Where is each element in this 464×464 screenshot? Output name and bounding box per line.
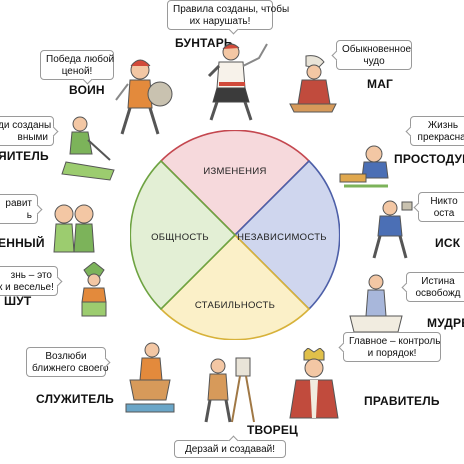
quote-magician-line1: Обыкновенное: [342, 44, 412, 55]
title-jester: ШУТ: [4, 294, 32, 308]
quote-warrior-line1: Победа любой: [46, 54, 115, 65]
quote-warrior: Победа любой ценой!: [40, 50, 114, 80]
jester-figure-icon: [81, 262, 107, 317]
quote-caregiver-line1: ди созданы: [0, 120, 52, 131]
sector-label-bottom: СТАБИЛЬНОСТЬ: [195, 300, 275, 311]
quote-explorer: Никто оста: [418, 192, 464, 222]
caregiver-figure-icon: [61, 116, 115, 181]
quote-creator: Дерзай и создавай!: [174, 440, 286, 458]
quote-lover: равит ь: [0, 194, 38, 224]
quote-rebel-line1: Правила созданы, чтобы: [173, 4, 290, 15]
servant-figure-icon: [125, 342, 175, 413]
warrior-figure-icon: [115, 59, 173, 135]
quote-explorer-line2: оста: [433, 208, 455, 219]
quote-jester-line1: знь – это: [10, 270, 52, 281]
quote-creator-line1: Дерзай и создавай!: [184, 444, 276, 455]
quote-sage: Истина освобожд: [406, 272, 464, 302]
quote-caregiver: ди созданы вными: [0, 116, 54, 146]
quote-lover-line2: ь: [26, 210, 32, 221]
quote-lover-line1: равит: [5, 198, 32, 209]
lover-figure-icon: [53, 204, 95, 253]
quote-jester: знь – это к и веселье!: [0, 266, 58, 296]
title-magician: МАГ: [367, 77, 394, 91]
sector-left: [130, 159, 237, 311]
quote-rebel-line2: их нарушать!: [189, 16, 251, 27]
quote-ruler: Главное – контроль и порядок!: [343, 332, 441, 362]
title-sage: МУДРЕ: [427, 316, 464, 330]
magician-figure-icon: [289, 55, 337, 113]
quote-servant: Возлюби ближнего своего: [26, 347, 109, 377]
title-ruler: ПРАВИТЕЛЬ: [364, 394, 440, 408]
title-explorer: ИСК: [435, 236, 461, 250]
quote-sage-line1: Истина: [421, 276, 455, 287]
title-lover: ЕННЫЙ: [0, 236, 45, 250]
quote-innocent-line1: Жизнь: [427, 120, 459, 131]
title-innocent: ПРОСТОДУШ: [394, 152, 464, 166]
creator-figure-icon: [204, 357, 255, 423]
quote-innocent: Жизнь прекрасна!: [410, 116, 464, 146]
rebel-figure-icon: [207, 43, 268, 121]
sector-bottom: [159, 233, 311, 340]
explorer-figure-icon: [372, 200, 413, 259]
quote-sage-line2: освобожд: [415, 288, 461, 299]
sector-label-right: НЕЗАВИСИМОСТЬ: [237, 232, 327, 243]
sector-top: [159, 130, 311, 237]
sector-label-top: ИЗМЕНЕНИЯ: [203, 166, 266, 177]
sector-right: [233, 159, 340, 311]
title-caregiver: ЯИТЕЛЬ: [0, 149, 49, 163]
quote-innocent-line2: прекрасна!: [417, 132, 464, 143]
ruler-figure-icon: [289, 348, 339, 419]
sector-label-left: ОБЩНОСТЬ: [151, 232, 209, 243]
title-warrior: ВОИН: [69, 83, 105, 97]
quote-jester-line2: к и веселье!: [0, 282, 54, 293]
innocent-figure-icon: [339, 145, 389, 188]
quote-rebel: Правила созданы, чтобы их нарушать!: [167, 0, 290, 30]
sage-figure-icon: [349, 274, 403, 333]
quote-caregiver-line2: вными: [17, 132, 48, 143]
title-servant: СЛУЖИТЕЛЬ: [36, 392, 114, 406]
archetype-wheel: ИЗМЕНЕНИЯ НЕЗАВИСИМОСТЬ СТАБИЛЬНОСТЬ ОБЩ…: [130, 130, 340, 340]
title-rebel: БУНТАРЬ: [175, 36, 233, 50]
quote-warrior-line2: ценой!: [61, 66, 93, 77]
quote-ruler-line1: Главное – контроль: [349, 336, 441, 347]
title-creator: ТВОРЕЦ: [247, 423, 299, 437]
quote-servant-line2: ближнего своего: [32, 363, 109, 374]
quote-ruler-line2: и порядок!: [367, 348, 417, 359]
quote-servant-line1: Возлюби: [45, 351, 87, 362]
quote-magician-line2: чудо: [363, 56, 385, 67]
quote-magician: Обыкновенное чудо: [336, 40, 412, 70]
quote-explorer-line1: Никто: [430, 196, 458, 207]
